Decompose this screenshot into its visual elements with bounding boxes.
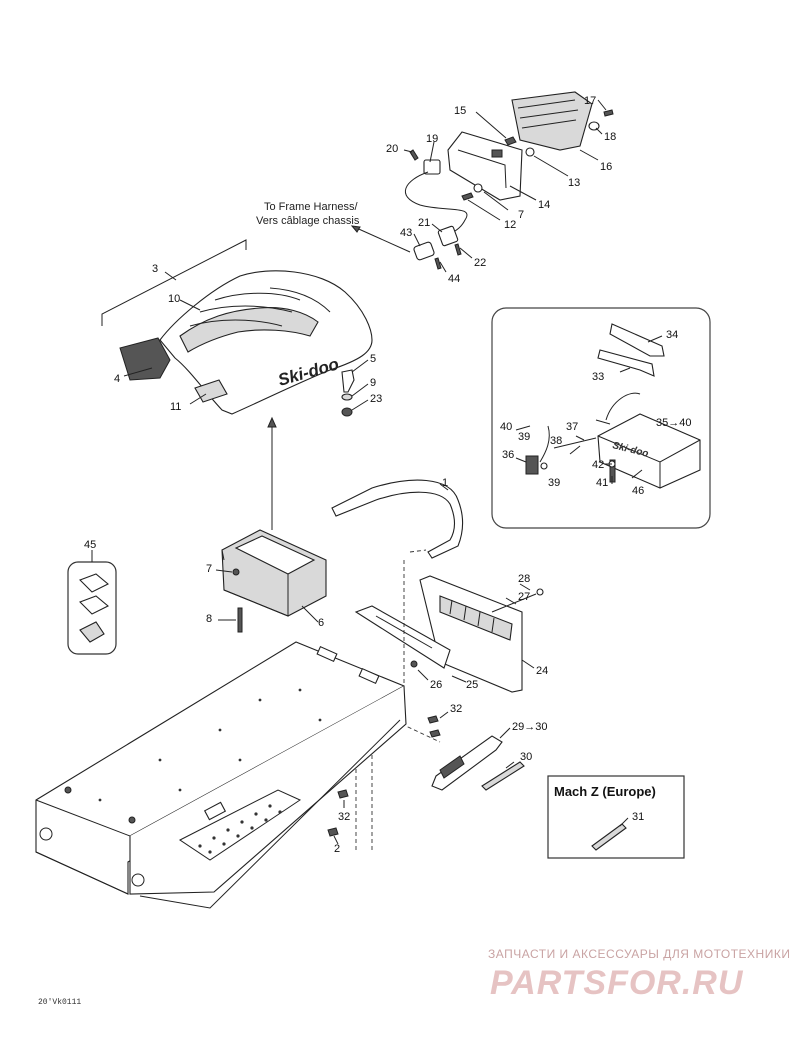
callout-11: 11 <box>170 401 181 413</box>
callout-34: 34 <box>666 329 678 341</box>
callout-32-lower: 32 <box>338 811 350 823</box>
callout-1: 1 <box>442 477 448 489</box>
callout-22: 22 <box>474 257 486 269</box>
callout-18: 18 <box>604 131 616 143</box>
callout-30: 30 <box>520 751 532 763</box>
callout-9: 9 <box>370 377 376 389</box>
tail-light-assembly <box>350 91 614 273</box>
callout-29-30: 29→30 <box>512 721 547 733</box>
callout-35-40: 35→40 <box>656 417 691 429</box>
callout-39-upper: 39 <box>518 431 530 443</box>
watermark-tagline: ЗАПЧАСТИ И АКСЕССУАРЫ ДЛЯ МОТОТЕХНИКИ <box>488 947 790 961</box>
callout-32-upper: 32 <box>450 703 462 715</box>
callout-4: 4 <box>114 373 120 385</box>
callout-37: 37 <box>566 421 578 433</box>
storage-box-inset: Ski-doo <box>491 307 711 529</box>
callout-15: 15 <box>454 105 466 117</box>
callout-45: 45 <box>84 539 96 551</box>
license-plate-holder <box>354 575 544 693</box>
callout-7-tray: 7 <box>206 563 212 575</box>
callout-8: 8 <box>206 613 212 625</box>
callout-14: 14 <box>538 199 550 211</box>
callout-44: 44 <box>448 273 460 285</box>
callout-7-light: 7 <box>518 209 524 221</box>
callout-43: 43 <box>400 227 412 239</box>
rear-frame <box>35 641 407 909</box>
callout-33: 33 <box>592 371 604 383</box>
callout-46: 46 <box>632 485 644 497</box>
callout-40: 40 <box>500 421 512 433</box>
flap-kit <box>67 550 117 655</box>
callout-25: 25 <box>466 679 478 691</box>
callout-27: 27 <box>518 591 530 603</box>
callout-20: 20 <box>386 143 398 155</box>
diagram-code: 20'Vk0111 <box>38 998 81 1007</box>
callout-6: 6 <box>318 617 324 629</box>
callout-5: 5 <box>370 353 376 365</box>
callout-31: 31 <box>632 811 644 823</box>
callout-2: 2 <box>334 843 340 855</box>
grab-handle <box>331 479 464 559</box>
watermark-logo: PARTSFOR.RU <box>490 964 744 1002</box>
callout-10: 10 <box>168 293 180 305</box>
callout-labels: 1 2 3 4 5 6 7 7 8 9 10 11 12 13 14 15 16… <box>84 95 691 855</box>
callout-19: 19 <box>426 133 438 145</box>
callout-21: 21 <box>418 217 430 229</box>
callout-38: 38 <box>550 435 562 447</box>
callout-16: 16 <box>600 161 612 173</box>
seat-assembly: Ski-doo <box>101 239 373 530</box>
callout-39-lower: 39 <box>548 477 560 489</box>
annotation-line-2: Vers câblage chassis <box>256 215 360 227</box>
callout-24: 24 <box>536 665 548 677</box>
rear-reflector <box>327 711 525 845</box>
callout-41: 41 <box>596 477 608 489</box>
callout-36: 36 <box>502 449 514 461</box>
callout-26: 26 <box>430 679 442 691</box>
callout-42: 42 <box>592 459 604 471</box>
callout-28: 28 <box>518 573 530 585</box>
callout-12: 12 <box>504 219 516 231</box>
mach-z-title: Mach Z (Europe) <box>554 784 656 799</box>
storage-tray <box>215 529 327 633</box>
mach-z-europe-box <box>547 775 685 859</box>
callout-13: 13 <box>568 177 580 189</box>
annotation-line-1: To Frame Harness/ <box>264 201 358 213</box>
callout-17: 17 <box>584 95 596 107</box>
callout-3: 3 <box>152 263 158 275</box>
callout-23: 23 <box>370 393 382 405</box>
